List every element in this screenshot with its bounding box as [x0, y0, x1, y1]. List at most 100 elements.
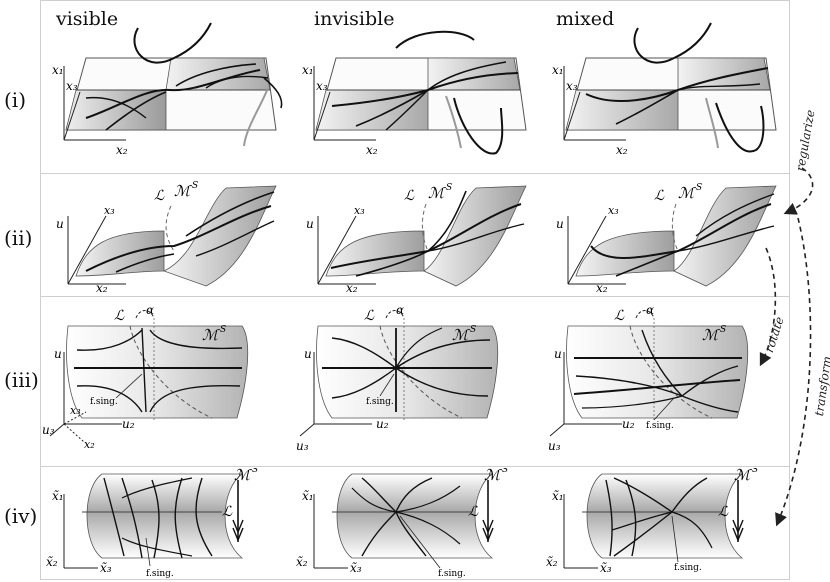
- trajectory: [625, 479, 637, 557]
- axis-label-u2: u₂: [122, 417, 135, 431]
- label-fsing: f.sing.: [366, 397, 394, 407]
- axis-x2-dotted: [63, 423, 85, 443]
- panel-iv-mixed: x̃₁ x̃₃ x̃₂ ℒ ℳ S f.sing.: [546, 468, 758, 575]
- sheet-upper: [162, 185, 277, 287]
- trajectory: [615, 89, 679, 125]
- trajectory-gray: [705, 97, 719, 149]
- trajectory: [611, 511, 673, 531]
- trajectory: [427, 223, 525, 252]
- trajectory: [613, 477, 673, 513]
- axis-label-u3: u₃: [42, 423, 55, 437]
- cylinder: [336, 473, 494, 559]
- label-M: ℳ: [452, 326, 470, 344]
- trajectory: [85, 69, 261, 119]
- trajectory: [121, 477, 143, 559]
- trajectory: [575, 375, 739, 413]
- cylinder: [86, 473, 244, 559]
- trajectory: [395, 511, 461, 545]
- label-S: S: [752, 468, 758, 475]
- trajectory-lower-arc: [715, 102, 765, 153]
- trajectory: [76, 329, 143, 351]
- trajectory: [185, 191, 275, 237]
- axis-label-x2: x₂: [346, 281, 358, 294]
- trajectory: [151, 479, 160, 559]
- label-fsing: f.sing.: [146, 569, 174, 579]
- sheet-upper: [673, 185, 777, 287]
- panel-iv-visible: x̃₁ x̃₃ x̃₂ ℒ ℳ S f.sing.: [46, 468, 258, 579]
- row-label-iii: (iii): [4, 368, 39, 392]
- trajectory: [385, 89, 429, 131]
- trajectory: [395, 339, 491, 369]
- label-S: S: [252, 468, 258, 475]
- axis-label-x2: x₂: [596, 281, 608, 294]
- label-L: ℒ: [468, 504, 479, 520]
- trajectory: [103, 477, 125, 557]
- axis-label-x1: x₁: [552, 63, 564, 77]
- label-fsing: f.sing.: [674, 563, 702, 573]
- trajectory: [351, 487, 397, 513]
- axis-label-x2: x₂: [96, 281, 108, 294]
- trajectory: [695, 193, 775, 237]
- axis-label-tx3: x̃₃: [350, 561, 362, 575]
- trajectory: [149, 384, 241, 413]
- trajectory-lower-arc: [263, 77, 283, 109]
- trajectory: [121, 477, 193, 499]
- trajectory: [331, 367, 397, 399]
- axis-label-x2: x₂: [84, 438, 95, 451]
- cylinder: [586, 473, 744, 559]
- fold-curve-L: [421, 203, 429, 252]
- trajectory: [195, 220, 275, 257]
- trajectory: [395, 477, 433, 513]
- trajectory: [115, 253, 175, 273]
- axis-label-u: u: [306, 217, 314, 231]
- axis-x3: [63, 91, 81, 141]
- axis-u3: [49, 423, 65, 437]
- label-M: ℳ: [734, 468, 752, 484]
- axis-label-x1: x₁: [52, 63, 64, 77]
- shaded-region-lower: [65, 89, 167, 131]
- trajectory-upper-arc: [395, 30, 475, 49]
- column-title-mixed: mixed: [556, 8, 615, 30]
- axis-label-tx2: x̃₂: [296, 555, 308, 569]
- surface: [566, 325, 749, 419]
- label-M: ℳ: [428, 184, 446, 202]
- axis-label-x2: x₂: [116, 143, 128, 157]
- axis-label-x3: x₃: [608, 204, 619, 217]
- axis-label-u: u: [304, 347, 312, 361]
- axis-label-x2: x₂: [366, 143, 378, 157]
- trajectory: [615, 250, 679, 277]
- axis-label-x3: x₃: [354, 204, 365, 217]
- trajectory: [355, 250, 429, 277]
- label-S: S: [502, 468, 508, 475]
- axis-label-tx1: x̃₁: [552, 489, 564, 503]
- fold-curve-L: [671, 203, 679, 252]
- panel-iv-invisible: x̃₁ x̃₃ x̃₂ ℒ ℳ S f.sing.: [296, 468, 508, 579]
- shaded-region-lower: [315, 89, 429, 131]
- panel-ii-invisible: u x₂ x₃ ℒ ℳ S: [306, 183, 527, 294]
- row-label-i: (i): [4, 88, 27, 112]
- axis-label-u: u: [56, 217, 64, 231]
- surface: [316, 325, 499, 419]
- axis-x3: [563, 91, 581, 141]
- label-alpha: α: [646, 303, 654, 317]
- axis-label-tx2: x̃₂: [46, 555, 58, 569]
- fold-curve-L: [129, 325, 213, 419]
- panel-iii-invisible: u u₂ u₃ ℒ α ℳ S f.sing.: [296, 303, 499, 453]
- trajectory: [677, 83, 761, 91]
- figure-frame: [40, 0, 790, 580]
- alpha-arrow: [135, 310, 155, 319]
- axis-label-x2: x₂: [616, 143, 628, 157]
- trajectory: [141, 327, 147, 413]
- surface: [66, 325, 249, 419]
- axis-label-u: u: [556, 217, 564, 231]
- axis-x3: [67, 215, 107, 285]
- trajectory: [121, 537, 193, 557]
- label-M: ℳ: [702, 326, 720, 344]
- axis-label-u3: u₃: [548, 439, 561, 453]
- trajectory: [361, 477, 397, 513]
- trajectory-gray: [243, 87, 269, 147]
- trajectory: [671, 511, 713, 549]
- row-label-iv: (iv): [4, 504, 38, 528]
- trajectory: [361, 511, 397, 557]
